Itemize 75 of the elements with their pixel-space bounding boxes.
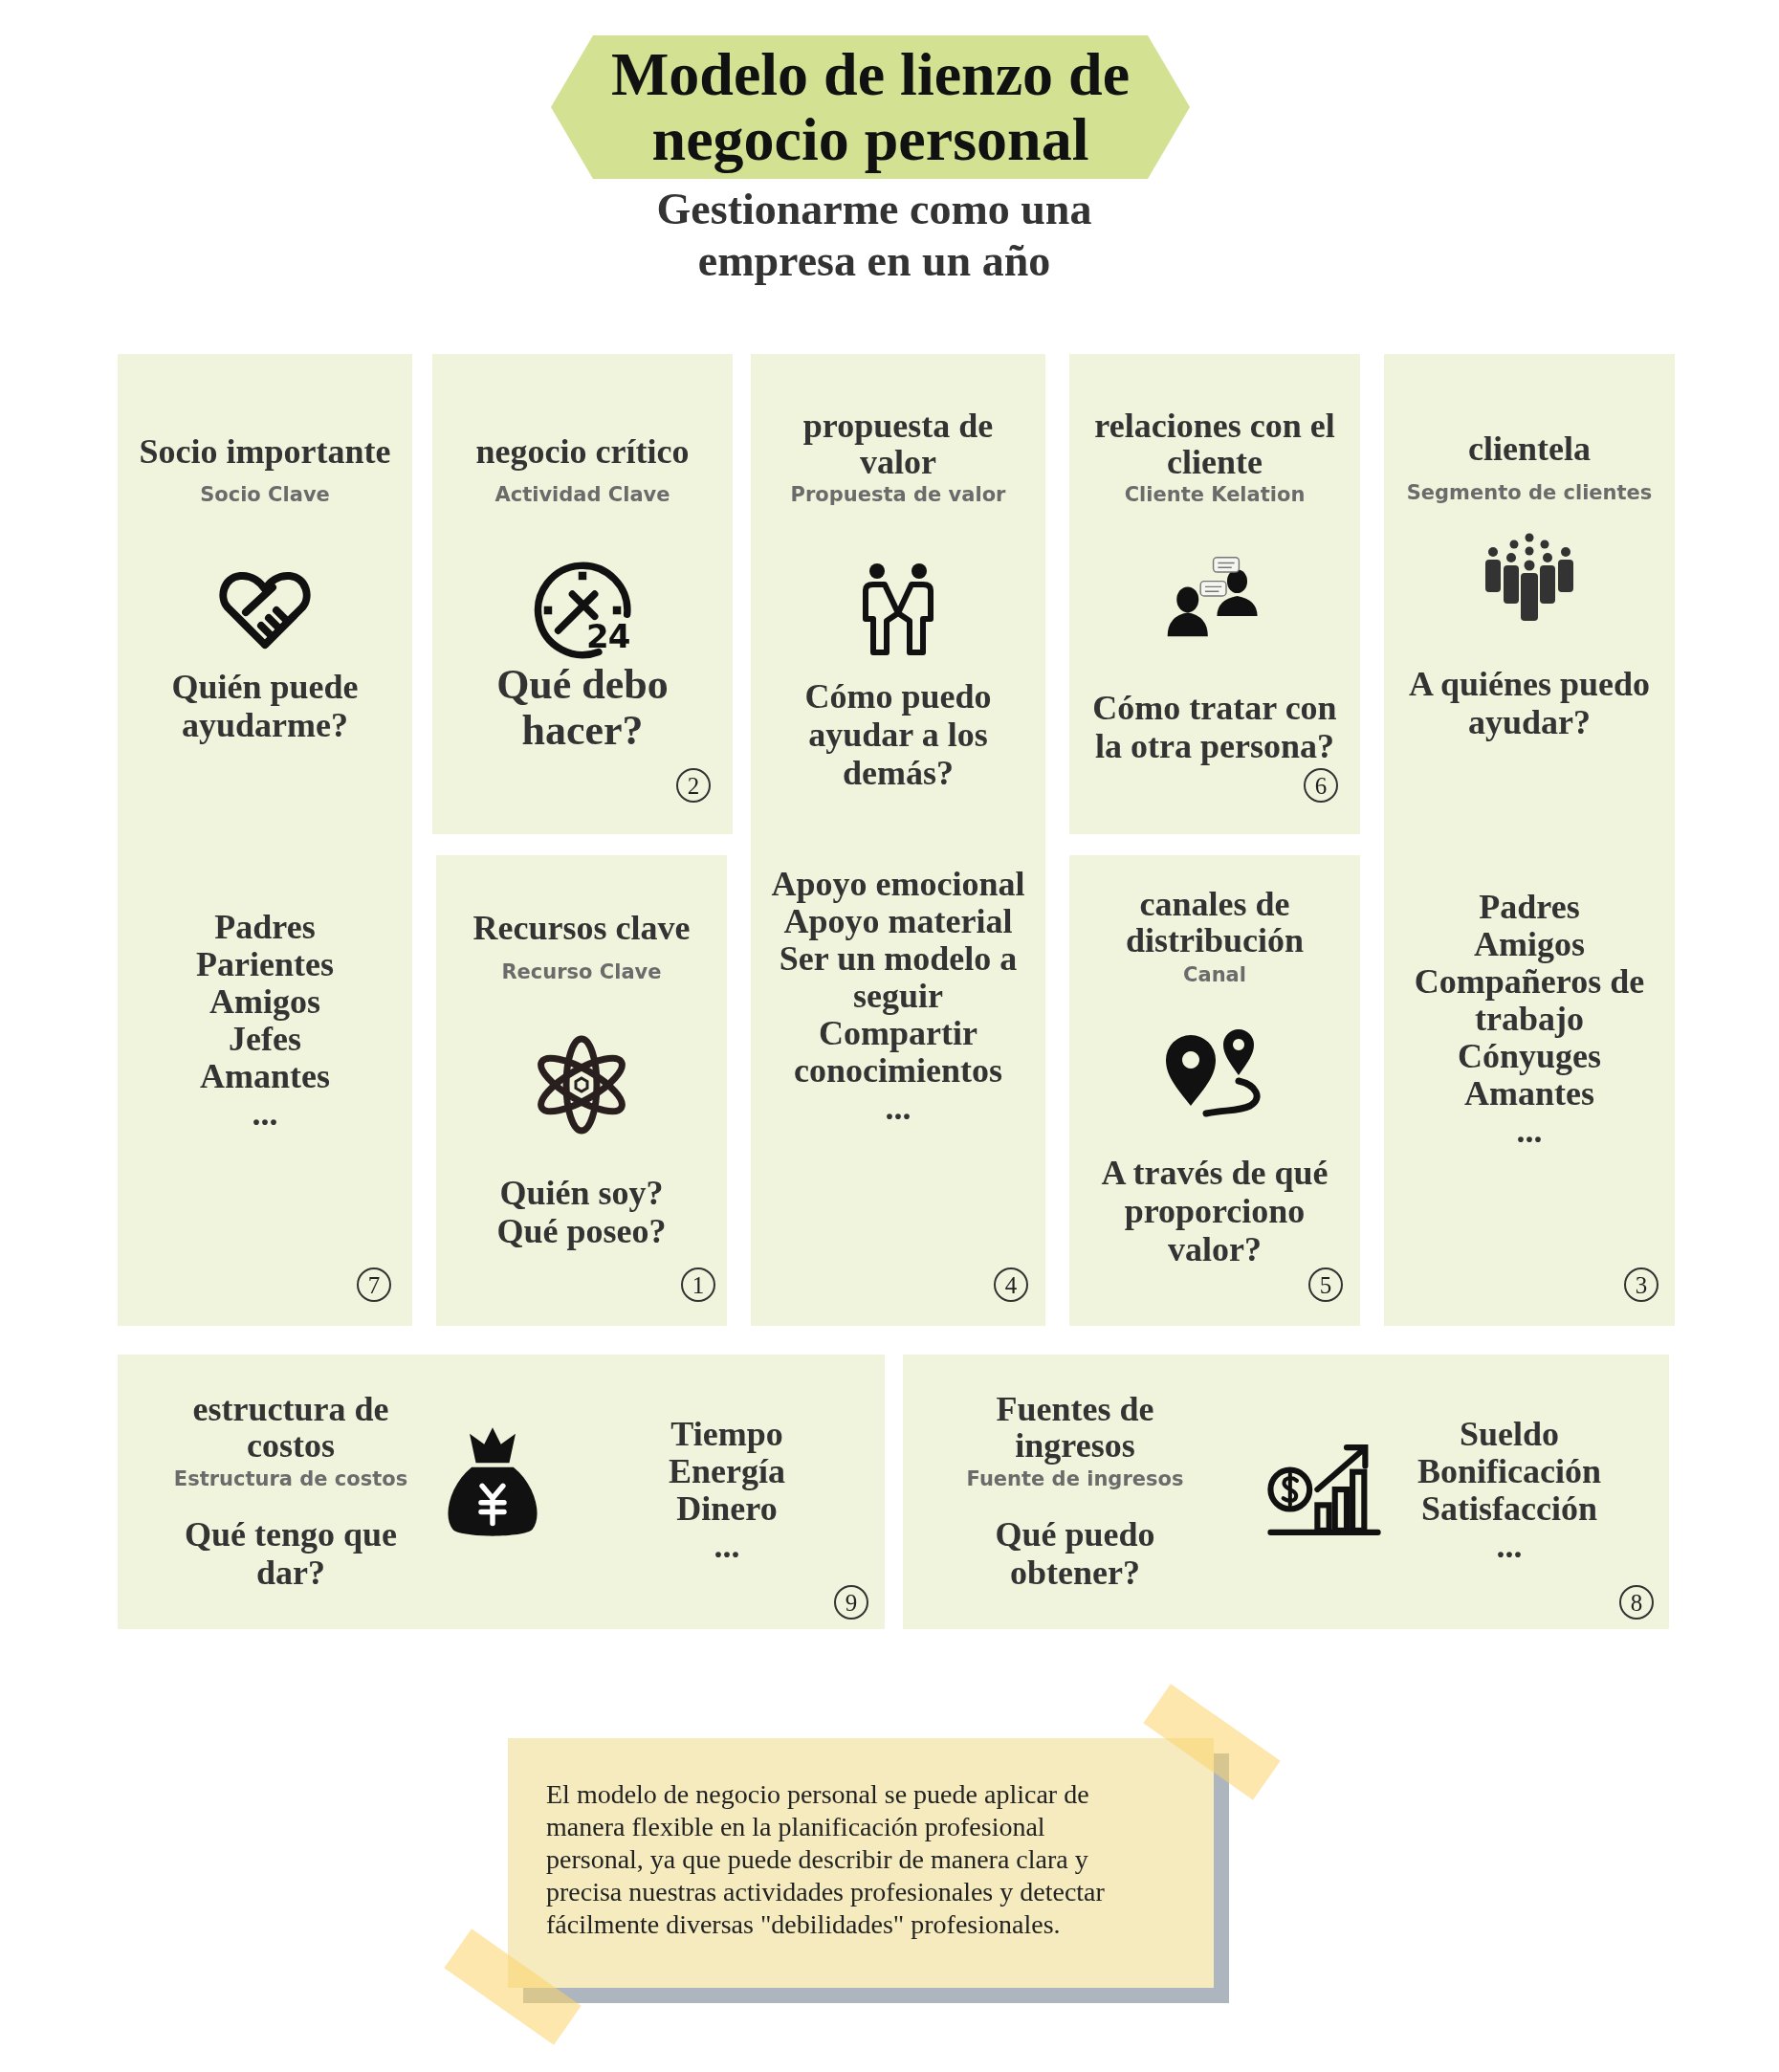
list-item: ... [1516, 1113, 1543, 1150]
list-item: Padres [214, 909, 316, 946]
guiding-question: Qué debo hacer? [495, 662, 670, 754]
list-item: ... [714, 1528, 740, 1565]
list-item: Ser un modelo a seguir [778, 940, 1019, 1015]
step-number: 5 [1308, 1267, 1343, 1302]
guiding-question: A quiénes puedo ayudar? [1407, 665, 1652, 741]
list-item: Apoyo material [783, 903, 1013, 940]
list-item: Amantes [200, 1058, 330, 1095]
step-number: 6 [1304, 768, 1338, 803]
list-item: Dinero [676, 1490, 778, 1528]
step-number: 9 [834, 1585, 868, 1620]
list-item: Compañeros de trabajo [1413, 963, 1646, 1038]
canvas-panel [118, 1355, 885, 1629]
block-heading: clientela [1468, 430, 1591, 467]
guiding-question: Quién soy? Qué poseo? [495, 1174, 668, 1250]
subtitle: Gestionarme como una empresa en un año [655, 184, 1093, 287]
canvas-panel [1069, 855, 1360, 1326]
guiding-question: Cómo tratar con la otra persona? [1091, 689, 1338, 765]
step-number: 8 [1619, 1585, 1654, 1620]
canvas-panel [118, 354, 412, 1326]
block-heading: negocio crítico [475, 433, 690, 470]
guiding-question: Qué tengo que dar? [184, 1515, 398, 1592]
block-heading: canales de distribución [1124, 886, 1305, 959]
block-subheading: Fuente de ingresos [966, 1466, 1184, 1491]
block-subheading: Segmento de clientes [1406, 480, 1653, 505]
block-heading: Fuentes de ingresos [995, 1391, 1155, 1464]
block-heading: Socio importante [139, 433, 391, 470]
guiding-question: Cómo puedo ayudar a los demás? [803, 677, 993, 792]
list-item: Compartir conocimientos [793, 1015, 1003, 1090]
step-number: 7 [357, 1267, 391, 1302]
canvas-panel [1069, 354, 1360, 834]
list-item: Satisfacción [1421, 1490, 1597, 1528]
list-item: Amantes [1464, 1075, 1594, 1113]
guiding-question: Quién puede ayudarme? [170, 668, 360, 744]
step-number: 4 [994, 1267, 1028, 1302]
list-item: Padres [1479, 889, 1580, 926]
list-item: Tiempo [670, 1416, 783, 1453]
block-subheading: Recurso Clave [501, 959, 662, 984]
block-subheading: Cliente Kelation [1124, 482, 1306, 507]
canvas-panel [432, 354, 733, 834]
block-heading: estructura de costos [191, 1391, 390, 1464]
list-item: Bonificación [1417, 1453, 1601, 1490]
list-item: Energía [669, 1453, 785, 1490]
list-item: Sueldo [1460, 1416, 1559, 1453]
block-subheading: Socio Clave [200, 482, 330, 507]
step-number: 1 [681, 1267, 715, 1302]
list-item: ... [1496, 1528, 1523, 1565]
block-subheading: Actividad Clave [494, 482, 670, 507]
block-heading: Recursos clave [472, 910, 691, 946]
canvas-panel [436, 855, 727, 1326]
list-item: Parientes [196, 946, 334, 983]
guiding-question: A través de qué proporciono valor? [1100, 1154, 1329, 1268]
list-item: ... [885, 1090, 911, 1127]
block-heading: propuesta de valor [802, 408, 995, 480]
step-number: 2 [676, 768, 711, 803]
list-item: Amigos [209, 983, 320, 1021]
canvas-panel [751, 354, 1045, 1326]
block-subheading: Estructura de costos [173, 1466, 408, 1491]
list-item: Amigos [1474, 926, 1585, 963]
block-subheading: Canal [1183, 962, 1246, 987]
title-banner: Modelo de lienzo de negocio personal [551, 35, 1190, 179]
block-heading: relaciones con el cliente [1093, 408, 1336, 480]
clock-hours-label: 24 [586, 618, 630, 654]
block-subheading: Propuesta de valor [790, 482, 1006, 507]
canvas-panel [903, 1355, 1669, 1629]
list-item: Apoyo emocional [771, 866, 1025, 903]
list-item: ... [252, 1095, 278, 1133]
list-item: Jefes [229, 1021, 301, 1058]
list-item: Cónyuges [1458, 1038, 1601, 1075]
canvas-panel [1384, 354, 1675, 1326]
step-number: 3 [1624, 1267, 1658, 1302]
guiding-question: Qué puedo obtener? [994, 1515, 1156, 1592]
note-card [508, 1738, 1229, 2003]
note-text: El modelo de negocio personal se puede aplicar de manera flexible en la planificación profesional personal, ya que puede describir de manera clara y precisa nuestras actividades profesionales y detectar fácilmente diversas "debilidades" profesionales. [546, 1778, 1106, 1941]
